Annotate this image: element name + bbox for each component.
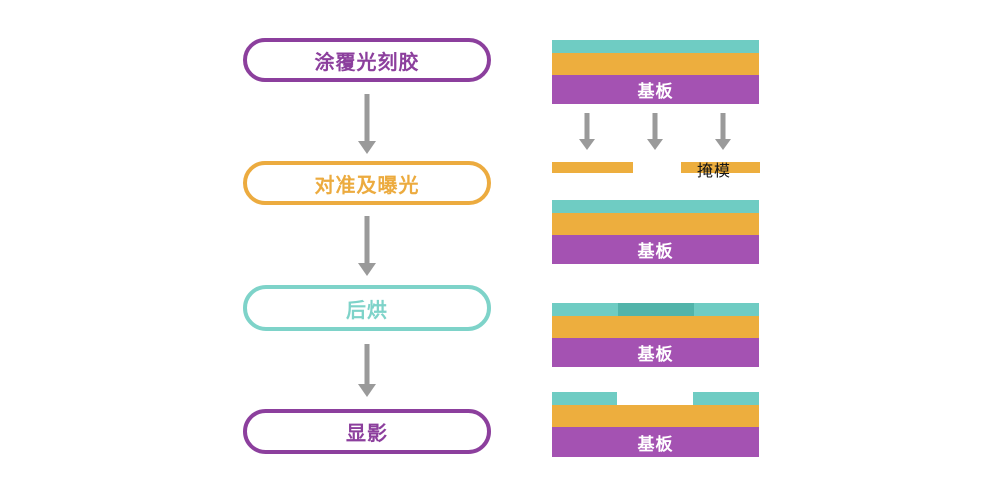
film-layer	[552, 53, 759, 75]
mask-bar-left	[552, 162, 633, 173]
exposure-arrow-3	[715, 113, 731, 150]
exposure-arrow-2	[647, 113, 663, 150]
photoresist-segment-right	[693, 392, 759, 405]
substrate-layer: 基板	[552, 427, 759, 457]
mask-bar-right	[681, 162, 760, 173]
flow-step-align-expose: 对准及曝光	[243, 161, 491, 205]
substrate-label: 基板	[637, 345, 674, 365]
arrow-head	[358, 384, 376, 397]
film-layer	[552, 405, 759, 427]
wafer-stack-4: 基板	[552, 392, 759, 457]
photoresist-layer	[552, 40, 759, 53]
mask-label: 掩模	[697, 161, 732, 180]
flow-down-arrow-2	[358, 216, 376, 276]
flow-step-post-bake: 后烘	[243, 285, 491, 331]
arrow-head	[579, 139, 595, 150]
film-layer	[552, 213, 759, 235]
flow-step-coat-photoresist: 涂覆光刻胶	[243, 38, 491, 82]
substrate-label: 基板	[637, 82, 674, 102]
arrow-stem	[364, 344, 370, 385]
flow-step-label: 显影	[346, 421, 388, 445]
flow-step-label: 对准及曝光	[314, 172, 420, 197]
arrow-stem	[720, 113, 726, 139]
flow-step-label: 涂覆光刻胶	[314, 49, 420, 74]
wafer-stack-2: 基板	[552, 200, 759, 264]
wafer-stack-1: 基板	[552, 40, 759, 104]
flow-step-label: 后烘	[346, 297, 388, 322]
photoresist-segment-left	[552, 392, 617, 405]
arrow-stem	[364, 94, 370, 142]
arrow-stem	[364, 216, 370, 264]
arrow-head	[358, 263, 376, 276]
arrow-head	[358, 141, 376, 154]
wafer-stack-3: 基板	[552, 303, 759, 367]
exposure-arrow-1	[579, 113, 595, 150]
substrate-layer: 基板	[552, 338, 759, 367]
flow-down-arrow-1	[358, 94, 376, 154]
substrate-layer: 基板	[552, 75, 759, 104]
substrate-layer: 基板	[552, 235, 759, 264]
exposed-photoresist-region	[618, 303, 694, 316]
arrow-head	[647, 139, 663, 150]
arrow-stem	[584, 113, 590, 139]
arrow-stem	[652, 113, 658, 139]
flow-down-arrow-3	[358, 344, 376, 397]
photoresist-layer	[552, 303, 759, 316]
photoresist-layer-with-gap	[552, 392, 759, 405]
film-layer	[552, 316, 759, 338]
substrate-label: 基板	[637, 242, 674, 262]
substrate-label: 基板	[637, 434, 674, 455]
flow-step-develop: 显影	[243, 409, 491, 454]
photoresist-layer	[552, 200, 759, 213]
arrow-head	[715, 139, 731, 150]
